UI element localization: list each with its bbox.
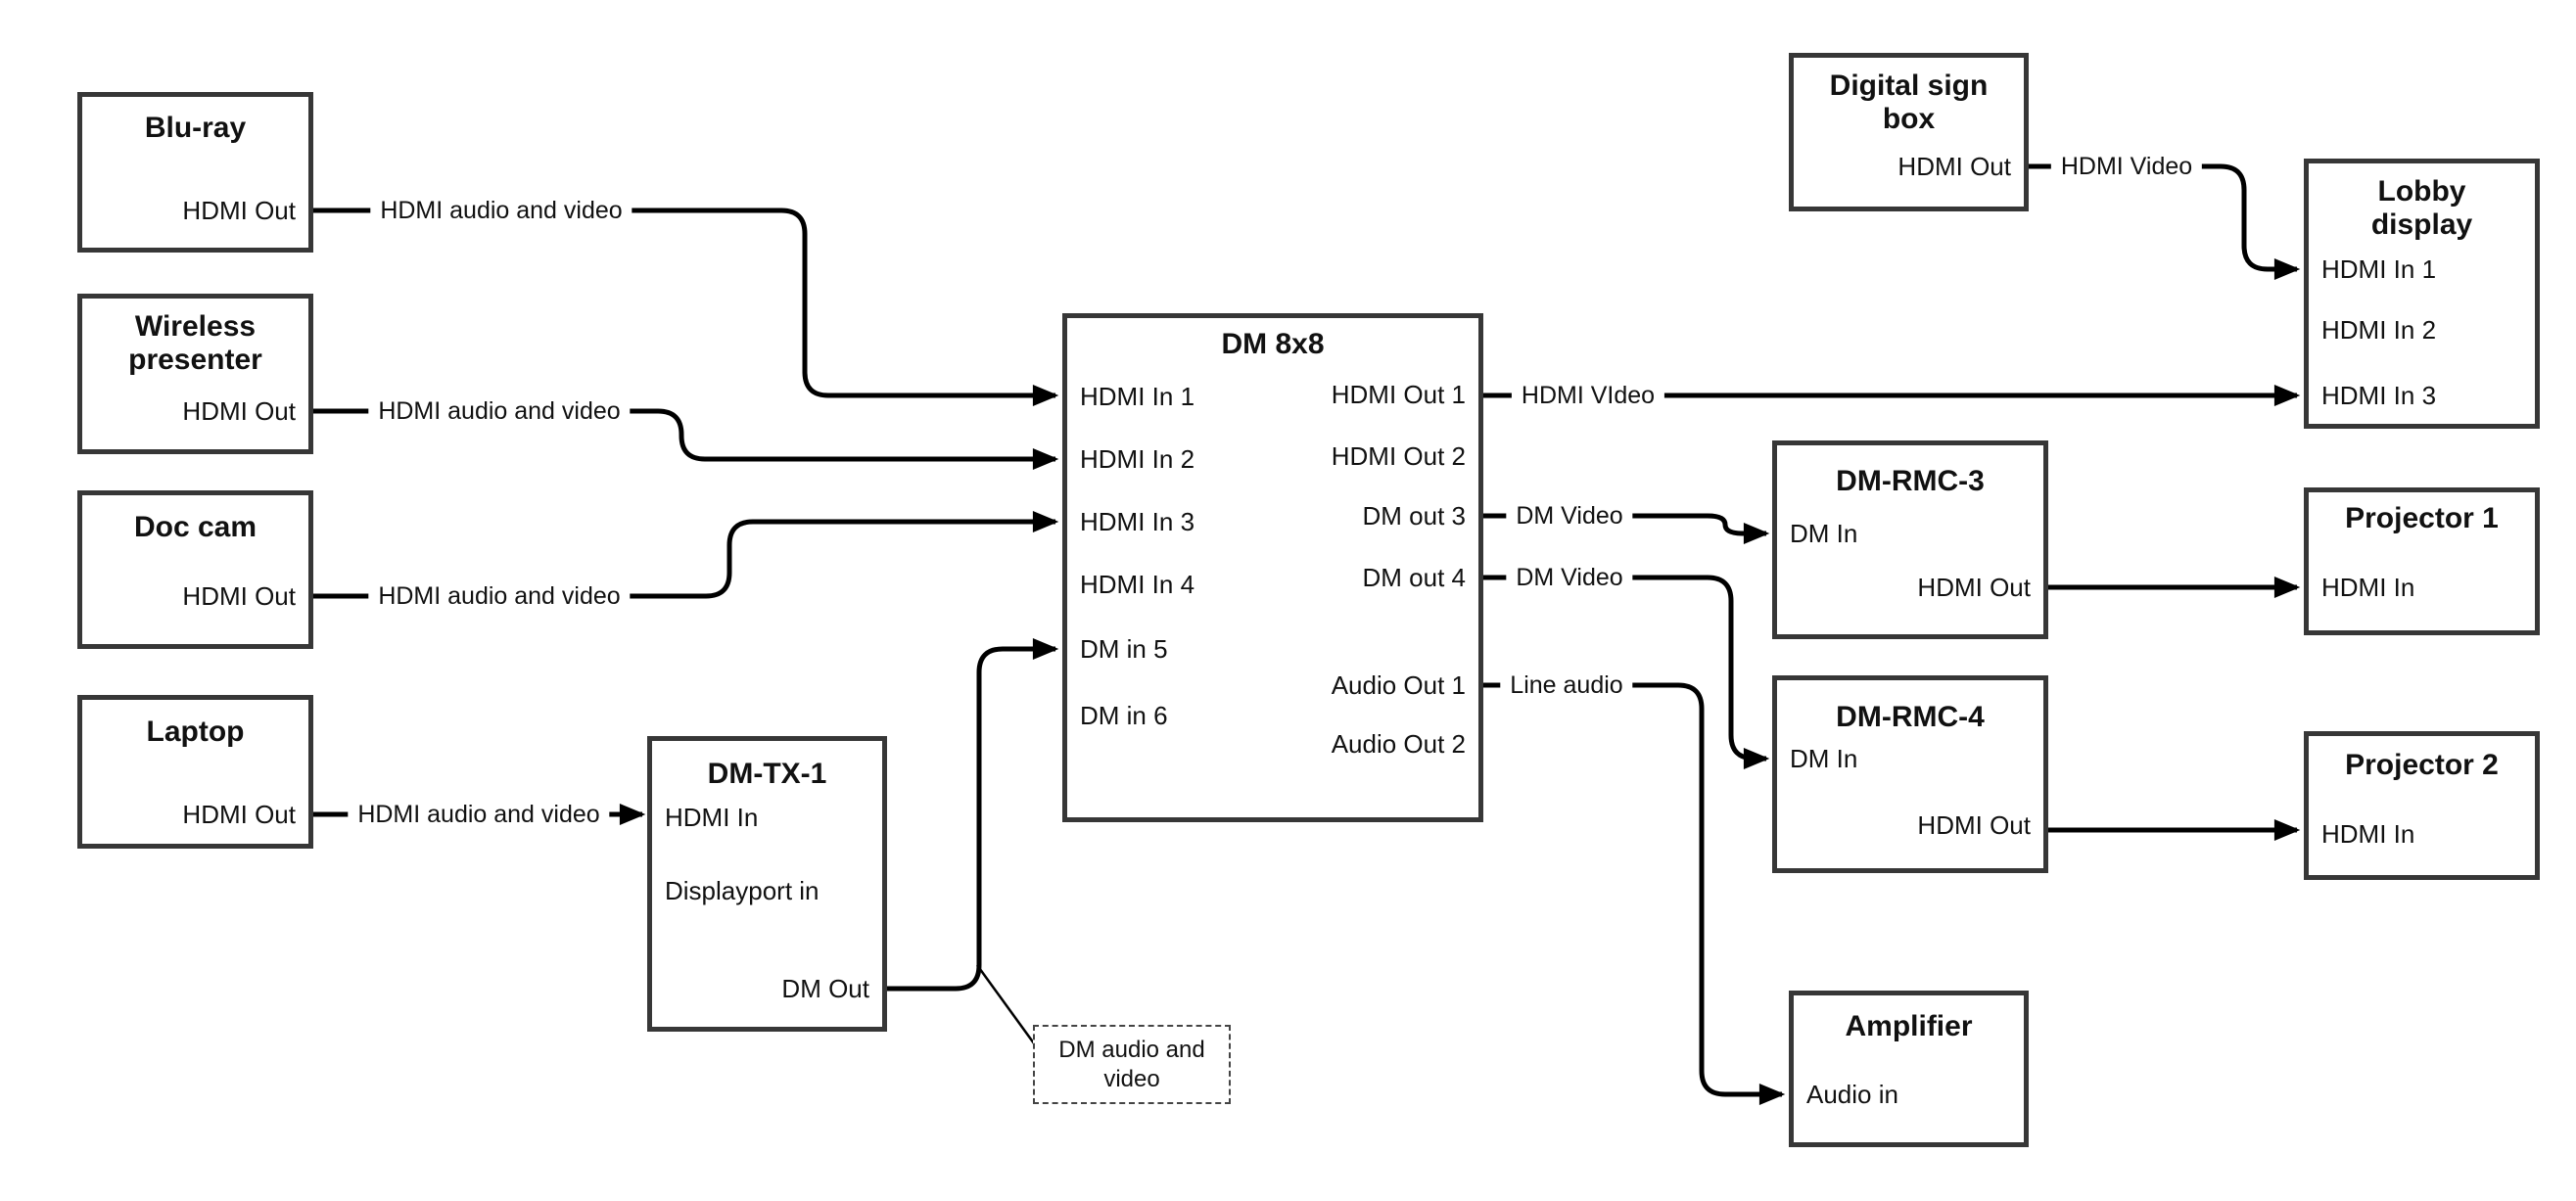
wire-label-doccam-hdmi-av: HDMI audio and video [368,581,631,611]
port-projector1-hdmi-in: HDMI In [2321,573,2415,602]
node-dm-8x8-title-text: DM 8x8 [1221,328,1325,360]
node-laptop: Laptop HDMI Out [77,695,313,849]
port-dm8x8-dm-out-4: DM out 4 [1362,563,1467,592]
port-dm8x8-hdmi-in-3: HDMI In 3 [1080,507,1195,536]
node-doc-cam-title: Doc cam [82,511,308,544]
port-bluray-hdmi-out: HDMI Out [182,196,296,225]
port-dm8x8-dm-in-5: DM in 5 [1080,634,1168,664]
note-leader-line [975,964,1036,1044]
wire-doccam-to-dm8x8-hdmi-in-3 [313,511,1059,599]
wire-label-laptop-hdmi-av: HDMI audio and video [348,800,610,829]
node-dm-rmc-4: DM-RMC-4 DM In HDMI Out [1772,675,2048,873]
node-dm-rmc-4-title: DM-RMC-4 [1777,701,2043,734]
port-dm8x8-hdmi-in-1: HDMI In 1 [1080,382,1195,411]
node-projector-1-title-text: Projector 1 [2345,502,2499,534]
wire-label-line-audio: Line audio [1500,670,1633,700]
port-lobby-hdmi-in-2: HDMI In 2 [2321,315,2437,345]
node-amplifier-title: Amplifier [1794,1010,2024,1043]
node-projector-2-title-text: Projector 2 [2345,749,2499,781]
node-dm-tx-1-title: DM-TX-1 [652,758,882,791]
port-wireless-hdmi-out: HDMI Out [182,396,296,426]
port-dm8x8-hdmi-in-4: HDMI In 4 [1080,570,1195,599]
wire-label-dm-video-out4: DM Video [1506,563,1633,592]
wire-bluray-to-dm8x8-hdmi-in-1 [313,208,1059,406]
port-dm8x8-hdmi-out-1: HDMI Out 1 [1331,380,1466,409]
port-dm8x8-hdmi-out-2: HDMI Out 2 [1331,441,1466,471]
node-wireless-presenter-title: Wireless presenter [82,310,308,377]
wire-label-bluray-hdmi-av: HDMI audio and video [370,196,632,225]
node-doc-cam: Doc cam HDMI Out [77,490,313,649]
port-dmtx1-dm-out: DM Out [781,974,869,1003]
node-projector-1: Projector 1 HDMI In [2304,487,2540,635]
port-dm8x8-dm-in-6: DM in 6 [1080,701,1168,730]
node-digital-sign-box-title-text: Digital sign box [1829,69,1989,135]
node-dm-rmc-4-title-text: DM-RMC-4 [1836,701,1985,733]
node-dm-8x8-title: DM 8x8 [1067,328,1478,361]
node-dm-tx-1-title-text: DM-TX-1 [707,758,827,790]
wire-digitalsign-to-lobby-hdmi-in-1 [2029,163,2301,280]
node-dm-rmc-3: DM-RMC-3 DM In HDMI Out [1772,440,2048,639]
node-amplifier-title-text: Amplifier [1845,1010,1973,1042]
node-wireless-presenter: Wireless presenter HDMI Out [77,294,313,454]
node-dm-tx-1: DM-TX-1 HDMI In Displayport in DM Out [647,736,887,1032]
port-digitalsign-hdmi-out: HDMI Out [1897,152,2011,181]
port-dmrmc3-hdmi-out: HDMI Out [1917,573,2031,602]
node-dm-8x8: DM 8x8 HDMI In 1 HDMI In 2 HDMI In 3 HDM… [1062,313,1483,822]
port-dm8x8-audio-out-1: Audio Out 1 [1331,670,1466,700]
wire-dmtx1-to-dm8x8-dm-in-5 [887,638,1059,992]
wire-wireless-to-dm8x8-hdmi-in-2 [313,408,1059,470]
port-laptop-hdmi-out: HDMI Out [182,800,296,829]
port-dm8x8-audio-out-2: Audio Out 2 [1331,729,1466,759]
wire-dm8x8-dm-out-3-to-dmrmc3-dm-in [1483,513,1770,544]
node-doc-cam-title-text: Doc cam [133,511,258,543]
node-lobby-display-title: Lobby display [2309,175,2535,242]
node-wireless-presenter-title-text: Wireless presenter [128,310,262,376]
port-dm8x8-hdmi-in-2: HDMI In 2 [1080,444,1195,474]
node-laptop-title: Laptop [82,716,308,749]
wire-label-dm-video-out3: DM Video [1506,501,1633,531]
wire-dm8x8-audio-out-1-to-amplifier [1483,682,1786,1105]
wire-label-hdmi-video-out1: HDMI VIdeo [1511,381,1665,410]
port-lobby-hdmi-in-1: HDMI In 1 [2321,254,2437,284]
node-lobby-display: Lobby display HDMI In 1 HDMI In 2 HDMI I… [2304,159,2540,429]
node-amplifier: Amplifier Audio in [1789,991,2029,1147]
port-lobby-hdmi-in-3: HDMI In 3 [2321,381,2437,410]
node-digital-sign-box-title: Digital sign box [1794,69,2024,136]
port-dmtx1-displayport-in: Displayport in [665,876,820,905]
node-bluray-title-text: Blu-ray [144,112,247,144]
node-bluray-title: Blu-ray [82,112,308,145]
port-dmrmc3-dm-in: DM In [1790,519,1858,548]
node-dm-rmc-3-title-text: DM-RMC-3 [1836,465,1985,497]
wire-label-wireless-hdmi-av: HDMI audio and video [368,396,631,426]
port-dmrmc4-hdmi-out: HDMI Out [1917,810,2031,840]
port-dm8x8-dm-out-3: DM out 3 [1362,501,1467,531]
port-dmtx1-hdmi-in: HDMI In [665,803,759,832]
port-doccam-hdmi-out: HDMI Out [182,581,296,611]
node-projector-1-title: Projector 1 [2309,502,2535,535]
wire-dm8x8-dm-out-4-to-dmrmc4-dm-in [1483,575,1770,769]
node-lobby-display-title-text: Lobby display [2370,175,2473,241]
node-laptop-title-text: Laptop [146,716,245,748]
node-projector-2: Projector 2 HDMI In [2304,731,2540,880]
port-projector2-hdmi-in: HDMI In [2321,819,2415,849]
node-dm-rmc-3-title: DM-RMC-3 [1777,465,2043,498]
node-projector-2-title: Projector 2 [2309,749,2535,782]
node-digital-sign-box: Digital sign box HDMI Out [1789,53,2029,211]
port-amplifier-audio-in: Audio in [1806,1080,1898,1109]
port-dmrmc4-dm-in: DM In [1790,744,1858,773]
note-dm-audio-and-video: DM audio and video [1033,1025,1231,1104]
wire-label-hdmi-video-digitalsign: HDMI Video [2050,152,2203,181]
node-bluray: Blu-ray HDMI Out [77,92,313,253]
